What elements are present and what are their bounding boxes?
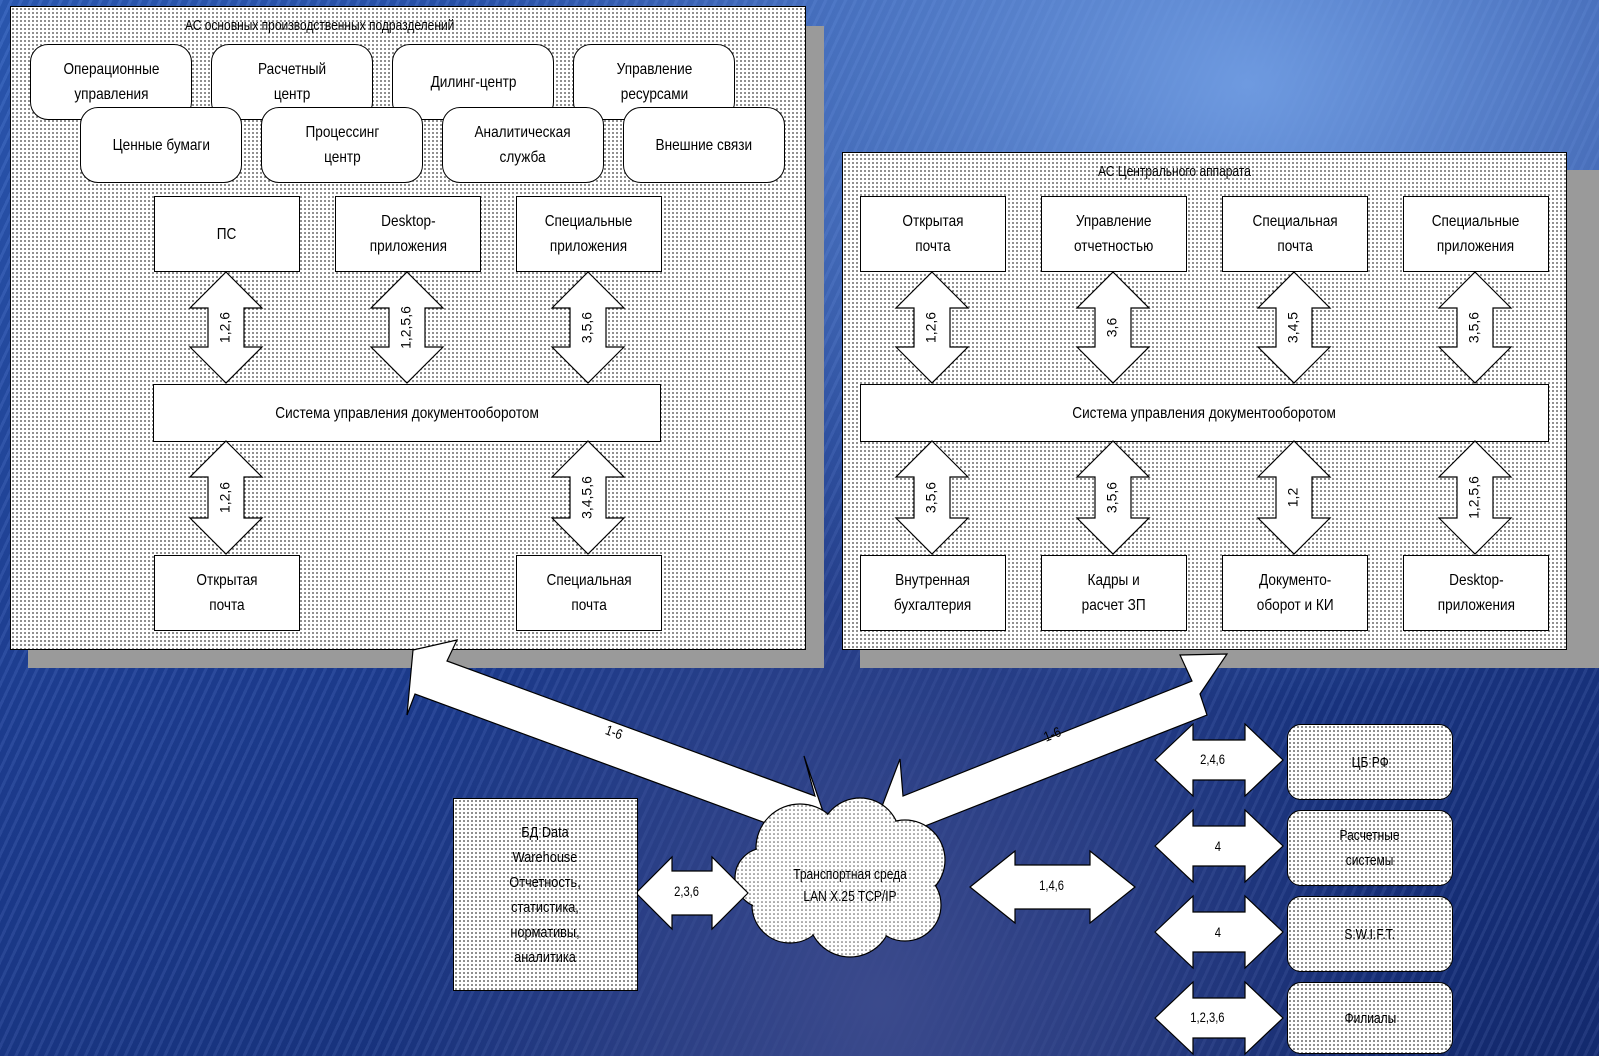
double-arrow [1075,271,1151,384]
division-label: Управление ресурсами [616,61,692,103]
division-box: Ценные бумаги [80,107,242,183]
module-label: ПС [217,225,237,243]
double-arrow [188,440,264,555]
module-box: Открытая почта [860,196,1006,272]
link-label: 1,2,6 [217,482,233,513]
module-label: Документо- оборот и КИ [1256,572,1334,614]
external-label: Филиалы [1344,1009,1396,1027]
link-label-dw: 2,3,6 [674,883,700,899]
module-label: Открытая почта [196,572,258,614]
link-label: 3,5,6 [1104,482,1120,513]
module-box: Внутренная бухгалтерия [860,555,1006,631]
arrow-swift [1154,894,1284,970]
link-label: 3,5,6 [923,482,939,513]
module-box: Специальная почта [516,555,662,631]
double-arrow [188,271,264,384]
division-box: Внешние связи [623,107,785,183]
link-label-branches: 1,2,3,6 [1190,1009,1225,1025]
module-box: Специальные приложения [516,196,662,272]
link-label: 1,2,6 [217,312,233,343]
external-box-swift: S.W.I.F.T. [1287,896,1453,972]
module-label: Специальные приложения [1432,213,1520,255]
module-label: Desktop- приложения [1437,572,1515,614]
module-box: ПС [154,196,300,272]
link-label: 3,6 [1104,318,1120,338]
arrow-cbr [1154,722,1284,798]
module-box: Открытая почта [154,555,300,631]
right-panel-title: АС Центрального аппарата [1098,163,1251,180]
division-box: Аналитическая служба [442,107,604,183]
link-label-payment: 4 [1214,838,1222,854]
external-label: ЦБ РФ [1351,753,1389,771]
double-arrow [894,271,970,384]
double-arrow [894,440,970,555]
sdo-bar: Система управления документооборотом [153,384,661,442]
external-box-branches: Филиалы [1287,982,1453,1054]
arrow-cloud-external [969,849,1136,925]
module-box: Документо- оборот и КИ [1222,555,1368,631]
division-label: Аналитическая служба [474,124,572,166]
data-warehouse-label: БД Data Warehouse Отчетность, статистика… [509,823,582,966]
double-arrow [369,271,445,384]
double-arrow [1256,440,1332,555]
module-label: Специальные приложения [545,213,633,255]
double-arrow [550,271,626,384]
division-label: Ценные бумаги [112,136,210,154]
external-box-cbr: ЦБ РФ [1287,724,1453,800]
link-label-external: 1,4,6 [1039,877,1065,893]
division-label: Дилинг-центр [430,73,516,91]
module-box: Desktop- приложения [1403,555,1549,631]
external-label: S.W.I.F.T. [1344,925,1396,943]
double-arrow [1256,271,1332,384]
division-label: Внешние связи [655,136,753,154]
module-label: Desktop- приложения [369,213,447,255]
link-label-cbr: 2,4,6 [1200,751,1226,767]
double-arrow [1437,271,1513,384]
double-arrow [1437,440,1513,555]
module-label: Открытая почта [902,213,964,255]
module-label: Специальная почта [1252,213,1338,255]
link-label: 1,2,5,6 [1466,476,1482,519]
module-label: Специальная почта [546,572,632,614]
link-label: 1,2,5,6 [398,306,414,349]
data-warehouse-box: БД Data Warehouse Отчетность, статистика… [453,798,638,991]
division-label: Операционные управления [63,61,159,103]
arrow-payment-systems [1154,808,1284,884]
module-box: Desktop- приложения [335,196,481,272]
module-box: Кадры и расчет ЗП [1041,555,1187,631]
link-label: 3,5,6 [579,312,595,343]
link-label: 3,4,5,6 [579,476,595,519]
module-label: Кадры и расчет ЗП [1082,572,1146,614]
division-label: Процессинг центр [305,124,379,166]
module-box: Специальные приложения [1403,196,1549,272]
arrow-branches [1154,980,1284,1056]
double-arrow [550,440,626,555]
module-box: Управление отчетностью [1041,196,1187,272]
module-label: Внутренная бухгалтерия [894,572,972,614]
link-label: 3,5,6 [1466,312,1482,343]
left-panel-title: АС основных производственных подразделен… [185,17,455,34]
external-label: Расчетные системы [1339,827,1401,869]
sdo-label: Система управления документооборотом [275,404,539,422]
division-box: Процессинг центр [261,107,423,183]
arrow-dw-cloud [635,855,749,931]
link-label: 1,2 [1285,488,1301,508]
link-label: 1,2,6 [923,312,939,343]
external-box-payment: Расчетные системы [1287,810,1453,886]
sdo-label: Система управления документооборотом [1072,404,1337,422]
division-label: Расчетный центр [257,61,327,103]
module-label: Управление отчетностью [1074,213,1154,255]
link-label: 3,4,5 [1285,312,1301,343]
link-label-swift: 4 [1214,924,1222,940]
module-box: Специальная почта [1222,196,1368,272]
double-arrow [1075,440,1151,555]
sdo-bar: Система управления документооборотом [860,384,1549,442]
cloud-label: Транспортная среда LAN X.25 TCP/IP [793,866,907,905]
